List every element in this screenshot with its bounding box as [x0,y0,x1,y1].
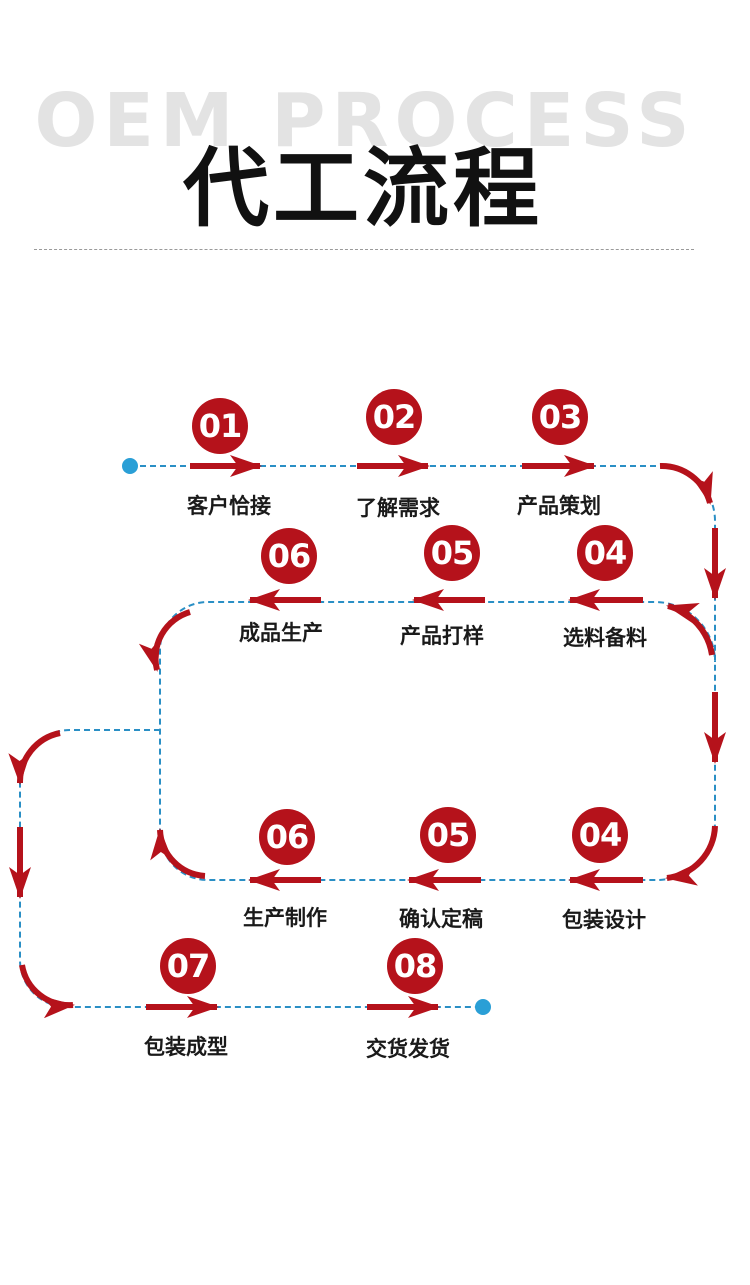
curve-upper-right [666,603,715,656]
step-label-02: 了解需求 [356,496,440,520]
step-label-01: 客户恰接 [187,494,271,518]
curve-left-bottom [19,964,75,1019]
curve-lower-right [665,825,718,886]
step-badge-01: 01 [192,398,248,454]
page-title: 代工流程 [183,139,543,239]
step-label-06-upper: 成品生产 [239,621,323,645]
step-label-04-lower: 包装设计 [562,908,646,932]
step-badge-06-lower: 06 [259,809,315,865]
step-badge-06-upper: 06 [261,528,317,584]
divider [34,249,694,250]
step-badge-04-lower: 04 [572,807,628,863]
step-badge-05-upper: 05 [424,525,480,581]
background-title: OEM PROCESS [34,78,696,164]
step-badge-03: 03 [532,389,588,445]
flow-curve-arrows [8,462,718,1019]
step-label-07: 包装成型 [144,1035,228,1059]
start-dot [122,458,138,474]
curve-left-top [8,730,61,785]
step-badge-08: 08 [387,938,443,994]
step-badge-05-lower: 05 [420,807,476,863]
end-dot [475,999,491,1015]
step-badge-04-upper: 04 [577,525,633,581]
curve-top-right [659,462,713,505]
step-label-08: 交货发货 [366,1037,450,1061]
curve-upper-left [138,609,191,672]
step-badge-07: 07 [160,938,216,994]
step-label-05-upper: 产品打样 [400,624,484,648]
step-label-03: 产品策划 [517,494,601,518]
flow-arrows [9,455,726,1018]
step-badge-02: 02 [366,389,422,445]
curve-lower-left [150,828,206,879]
step-label-05-lower: 确认定稿 [399,907,483,931]
step-label-04-upper: 选料备料 [563,626,647,650]
step-label-06-lower: 生产制作 [243,906,327,930]
